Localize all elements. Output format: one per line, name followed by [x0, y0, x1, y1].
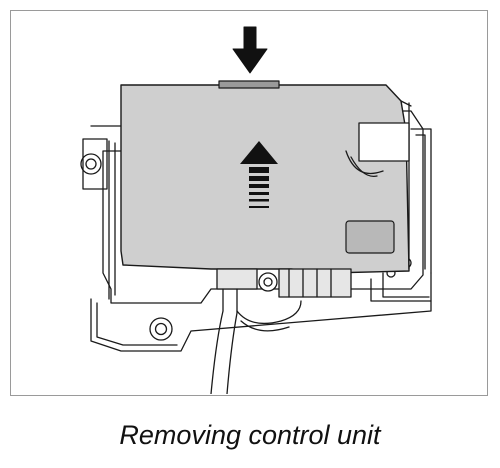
- release-tab: [218, 80, 280, 89]
- figure-frame: [10, 10, 488, 396]
- arrow-up-dashed-icon: [240, 141, 278, 208]
- cable: [210, 288, 302, 394]
- mounting-hole-bottom: [149, 317, 173, 341]
- figure-caption: Removing control unit: [119, 420, 381, 450]
- connector-block: [216, 268, 352, 298]
- label-plate: [345, 220, 395, 254]
- arrow-down-icon: [232, 26, 268, 74]
- mounting-hole-left: [80, 153, 102, 175]
- side-clip: [345, 122, 410, 178]
- control-unit-illustration: [80, 26, 432, 394]
